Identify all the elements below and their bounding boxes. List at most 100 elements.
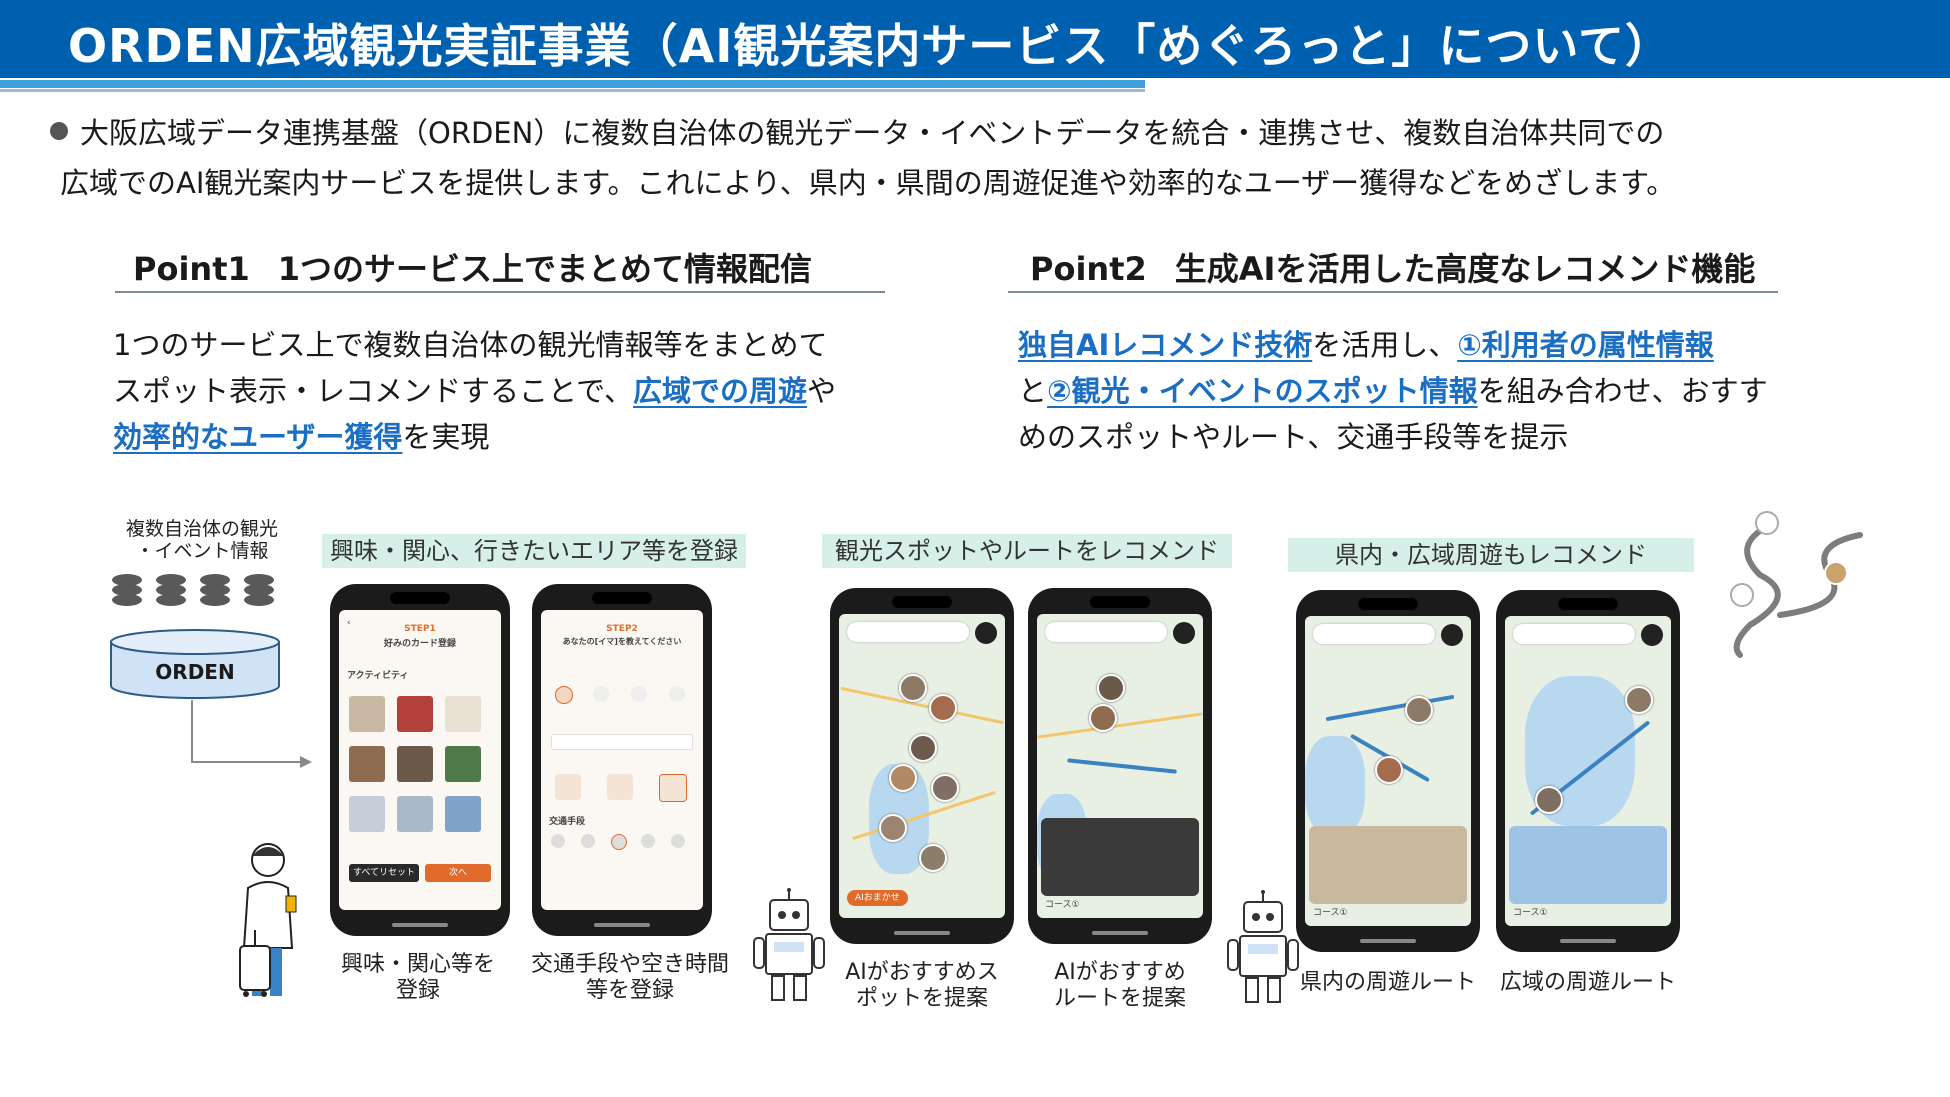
spot-photo[interactable] (1309, 826, 1467, 904)
card-tile[interactable] (445, 696, 481, 732)
map-screen[interactable]: コース① (1037, 614, 1203, 918)
spot-pin[interactable] (899, 674, 927, 702)
friends-icon[interactable] (631, 686, 647, 702)
caption-line: 登録 (395, 978, 440, 1003)
caption-phone-4: AIがおすすめ ルートを提案 (1020, 960, 1220, 1012)
step3-label: 県内・広域周遊もレコメンド (1288, 538, 1694, 572)
train-icon[interactable] (611, 834, 627, 850)
map-road (1037, 712, 1203, 739)
intro-paragraph: 大阪広域データ連携基盤（ORDEN）に複数自治体の観光データ・イベントデータを統… (42, 108, 1922, 208)
point2-body: 独自AIレコメンド技術を活用し、①利用者の属性情報 と②観光・イベントのスポット… (1018, 322, 1818, 460)
spot-pin[interactable] (929, 694, 957, 722)
card-tile[interactable] (445, 746, 481, 782)
course-label: コース① (1045, 900, 1080, 910)
map-screen[interactable]: コース① (1505, 616, 1671, 926)
map-screen[interactable]: AIおまかせ (839, 614, 1005, 918)
search-input[interactable] (847, 622, 969, 642)
transport-options (551, 834, 691, 852)
search-input[interactable] (1513, 624, 1635, 644)
spot-pin[interactable] (1375, 756, 1403, 784)
route-line (1067, 758, 1177, 774)
highlight-user-acquisition: 効率的なユーザー獲得 (113, 420, 403, 454)
point2-text: を活用し、 (1312, 328, 1458, 362)
spot-pin[interactable] (1625, 686, 1653, 714)
sea-area (1305, 736, 1365, 836)
course-label: コース① (1313, 908, 1348, 918)
title-underline-thin (0, 89, 1145, 92)
point1-title: 1つのサービス上でまとめて情報配信 (277, 250, 813, 288)
bicycle-icon[interactable] (581, 834, 595, 848)
spot-pin[interactable] (889, 764, 917, 792)
point2-body-line-2: と②観光・イベントのスポット情報を組み合わせ、おすす (1018, 368, 1818, 414)
home-indicator (392, 923, 448, 927)
point1-body-line-3: 効率的なユーザー獲得を実現 (113, 414, 893, 460)
menu-icon[interactable] (1441, 624, 1463, 646)
step2-label: 観光スポットやルートをレコメンド (822, 534, 1232, 568)
car-icon[interactable] (671, 834, 685, 848)
spot-pin[interactable] (1089, 704, 1117, 732)
mood-icon[interactable] (659, 774, 687, 802)
spot-photo[interactable] (1041, 818, 1199, 896)
highlight-wide-area-tour: 広域での周遊 (632, 374, 807, 408)
search-input[interactable] (1313, 624, 1435, 644)
walk-icon[interactable] (551, 834, 565, 848)
back-icon[interactable]: ‹ (347, 618, 351, 628)
caption-line: 交通手段や空き時間 (530, 952, 729, 977)
spot-pin[interactable] (1097, 674, 1125, 702)
card-tile[interactable] (349, 796, 385, 832)
point2-title: 生成AIを活用した高度なレコメンド機能 (1174, 250, 1756, 288)
mood-icon[interactable] (555, 774, 581, 800)
spot-pin[interactable] (879, 814, 907, 842)
phone-spot-map: AIおまかせ (830, 588, 1014, 944)
database-icon-row (112, 574, 292, 618)
spot-pin[interactable] (931, 774, 959, 802)
database-icon (112, 574, 144, 614)
time-select[interactable] (551, 734, 693, 750)
menu-icon[interactable] (975, 622, 997, 644)
mood-icon[interactable] (607, 774, 633, 800)
spot-pin[interactable] (919, 844, 947, 872)
next-button[interactable]: 次へ (425, 864, 491, 882)
spot-pin[interactable] (1405, 696, 1433, 724)
card-tile[interactable] (397, 696, 433, 732)
flow-arrow (191, 700, 312, 768)
spot-photo[interactable] (1509, 826, 1667, 904)
companion-options (555, 686, 685, 704)
point2-text: を組み合わせ、おすす (1477, 374, 1768, 408)
menu-icon[interactable] (1641, 624, 1663, 646)
highlight-user-attributes: ①利用者の属性情報 (1457, 328, 1714, 362)
source-label: 複数自治体の観光 ・イベント情報 (112, 518, 292, 562)
card-tile[interactable] (445, 796, 481, 832)
spot-pin[interactable] (909, 734, 937, 762)
card-tile[interactable] (397, 796, 433, 832)
phone-prefecture-route: コース① (1296, 590, 1480, 952)
home-indicator (1360, 939, 1416, 943)
bullet-icon (50, 122, 68, 140)
source-label-2: ・イベント情報 (135, 540, 269, 562)
search-input[interactable] (1045, 622, 1167, 642)
family-icon[interactable] (669, 686, 685, 702)
phone-screen: STEP2 あなたの[イマ]を教えてください 交通手段 (541, 610, 703, 910)
phone-notch (1558, 598, 1618, 610)
menu-icon[interactable] (1173, 622, 1195, 644)
card-tile[interactable] (397, 746, 433, 782)
caption-phone-1: 興味・関心等を 登録 (318, 952, 518, 1004)
home-indicator (1092, 931, 1148, 935)
spot-pin[interactable] (1535, 786, 1563, 814)
couple-icon[interactable] (593, 686, 609, 702)
ai-omakase-button[interactable]: AIおまかせ (847, 890, 908, 906)
card-tile[interactable] (349, 696, 385, 732)
traveler-icon (239, 843, 297, 997)
point1-body-line-2: スポット表示・レコメンドすることで、広域での周遊や (113, 368, 893, 414)
bus-icon[interactable] (641, 834, 655, 848)
caption-line: ルートを提案 (1053, 986, 1186, 1011)
person-icon[interactable] (555, 686, 573, 704)
point2-rule (1008, 291, 1778, 293)
reset-button[interactable]: すべてリセット (349, 864, 419, 882)
map-screen[interactable]: コース① (1305, 616, 1471, 926)
caption-line: 広域の周遊ルート (1499, 970, 1676, 995)
card-tile[interactable] (349, 746, 385, 782)
home-indicator (894, 931, 950, 935)
step-indicator: STEP1 (404, 624, 436, 634)
